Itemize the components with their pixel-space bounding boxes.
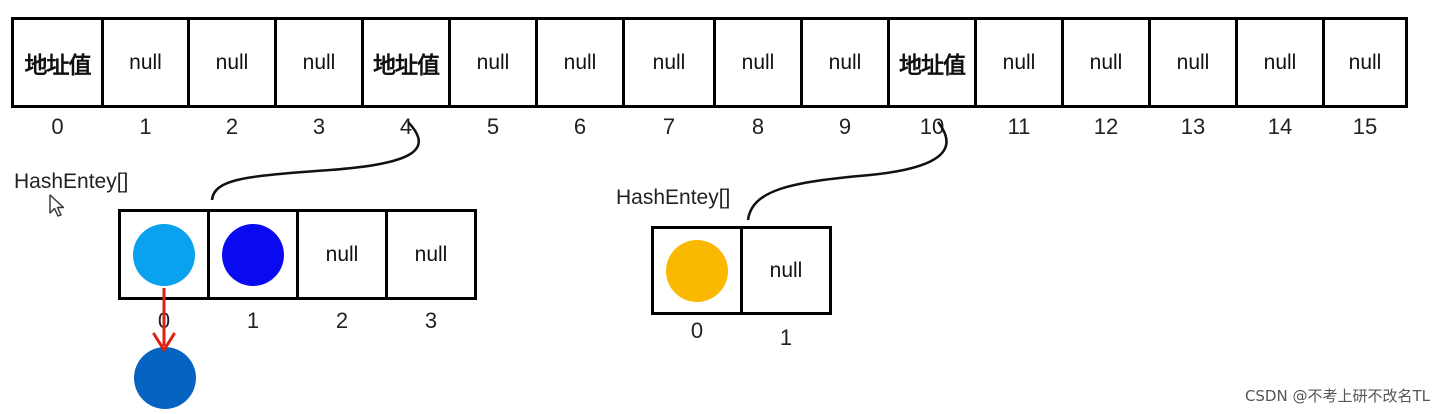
main-array-slot-1: null xyxy=(101,17,190,108)
main-array-index-5: 5 xyxy=(486,114,500,139)
main-array-slot-11: null xyxy=(974,17,1064,108)
right-entry-index-1: 1 xyxy=(779,325,793,350)
main-array-slot-7: null xyxy=(622,17,716,108)
left-entry-index-3: 3 xyxy=(424,308,438,333)
left-entry-entry-node-0 xyxy=(133,223,195,286)
left-entry-slot-3: null xyxy=(385,209,477,300)
main-array-slot-14: null xyxy=(1235,17,1325,108)
main-array-index-9: 9 xyxy=(838,114,852,139)
chained-node xyxy=(134,347,196,409)
right-entry-slot-1: null xyxy=(740,226,832,315)
right-entry-entry-node-0 xyxy=(666,239,728,302)
main-array-index-0: 0 xyxy=(51,114,64,139)
left-entry-index-2: 2 xyxy=(335,308,349,333)
right-entry-array: null xyxy=(651,226,832,315)
main-array-slot-15: null xyxy=(1322,17,1408,108)
main-array-index-14: 14 xyxy=(1267,114,1293,139)
left-entry-entry-node-1 xyxy=(222,223,284,286)
main-array-slot-0: 地址值 xyxy=(11,17,104,108)
right-entry-label: HashEntey[] xyxy=(616,186,731,209)
main-array-index-11: 11 xyxy=(1007,114,1031,139)
link-slot4-to-left-entry xyxy=(210,121,420,201)
main-array-index-13: 13 xyxy=(1180,114,1206,139)
link-slot10-to-right-entry xyxy=(746,121,948,221)
main-array-index-8: 8 xyxy=(751,114,765,139)
watermark: CSDN @不考上研不改名TL xyxy=(1244,387,1430,405)
main-array-slot-2: null xyxy=(187,17,277,108)
mouse-cursor-icon xyxy=(49,194,65,217)
chain-arrow-head xyxy=(152,332,176,352)
main-array-index-7: 7 xyxy=(662,114,676,139)
main-array-index-12: 12 xyxy=(1093,114,1119,139)
main-array-slot-12: null xyxy=(1061,17,1151,108)
left-entry-label: HashEntey[] xyxy=(14,170,129,193)
right-entry-index-0: 0 xyxy=(690,318,704,343)
main-array-index-4: 4 xyxy=(399,114,413,139)
left-entry-slot-1 xyxy=(207,209,299,300)
main-array-slot-10: 地址值 xyxy=(887,17,977,108)
main-array-index-15: 15 xyxy=(1352,114,1378,139)
left-entry-index-1: 1 xyxy=(246,308,260,333)
main-array-index-2: 2 xyxy=(225,114,239,139)
main-array-slot-8: null xyxy=(713,17,803,108)
main-array-index-6: 6 xyxy=(573,114,587,139)
main-array-index-3: 3 xyxy=(312,114,326,139)
right-entry-slot-0 xyxy=(651,226,743,315)
main-array-index-1: 1 xyxy=(139,114,152,139)
main-array-slot-13: null xyxy=(1148,17,1238,108)
main-array-slot-5: null xyxy=(448,17,538,108)
